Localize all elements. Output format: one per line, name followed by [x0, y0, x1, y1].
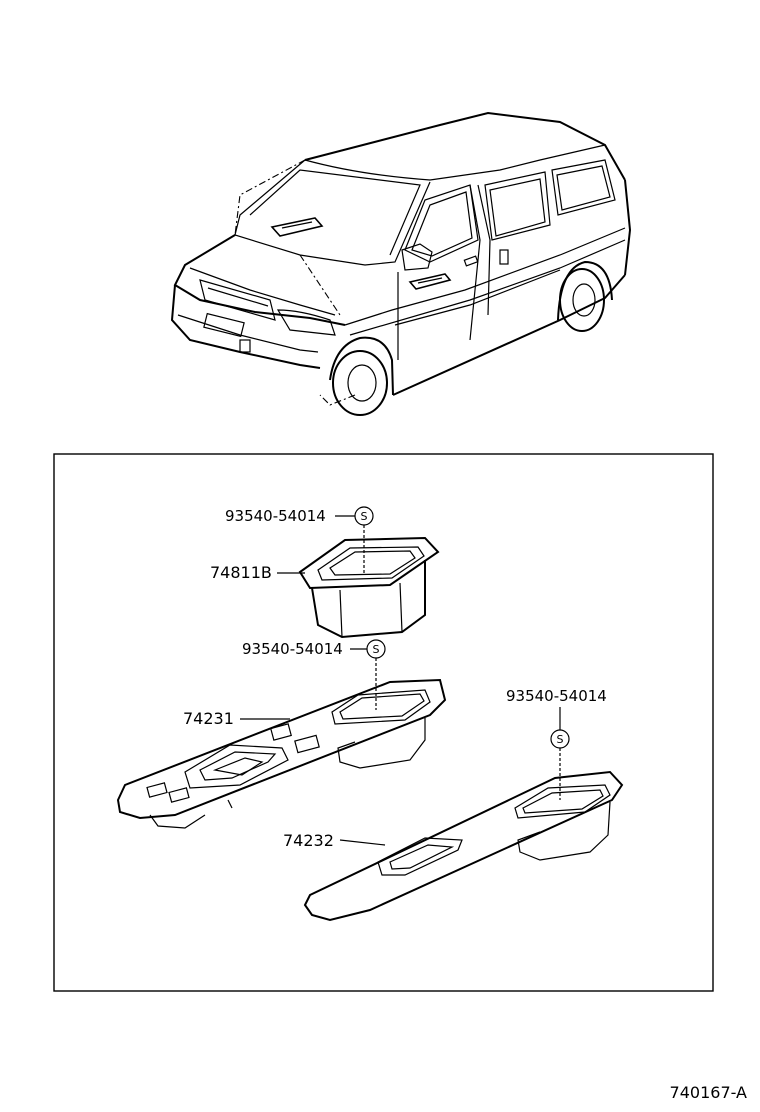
part-74231-drawing [116, 678, 447, 829]
screw-marker-1-letter: S [361, 510, 368, 523]
callout-part-74232: 74232 [283, 831, 334, 850]
parts-frame [53, 453, 714, 992]
callout-part-74811b: 74811B [210, 563, 272, 582]
van-illustration [170, 111, 632, 416]
callout-part-74231: 74231 [183, 709, 234, 728]
part-74232-drawing [303, 770, 624, 922]
screw-marker-3-letter: S [557, 733, 564, 746]
callout-screw-3: 93540-54014 [506, 687, 607, 705]
screw-marker-2-letter: S [373, 643, 380, 656]
callout-screw-2: 93540-54014 [242, 640, 343, 658]
figure-code: 740167-A [670, 1083, 748, 1102]
part-74811b-drawing [298, 536, 440, 639]
callout-screw-1: 93540-54014 [225, 507, 326, 525]
